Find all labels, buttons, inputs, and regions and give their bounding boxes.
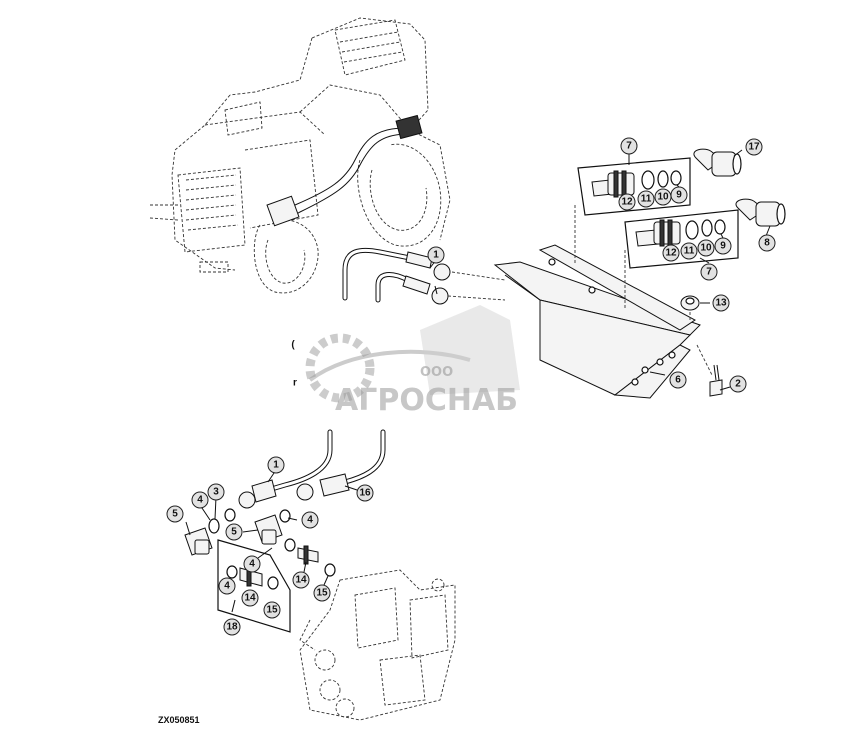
upper-hoses (342, 247, 506, 305)
svg-text:6: 6 (675, 375, 681, 386)
coupler-kit-upper (577, 148, 742, 216)
control-valve (299, 569, 456, 721)
callout-9-upper: 9 (670, 186, 688, 204)
callout-12-lower: 12 (662, 244, 680, 262)
svg-text:r: r (293, 378, 297, 389)
svg-text:4: 4 (249, 559, 255, 570)
callout-16: 16 (356, 484, 374, 502)
callout-1-lower: 1 (267, 456, 285, 474)
svg-text:9: 9 (676, 190, 682, 201)
callout-5-b: 5 (225, 523, 243, 541)
svg-text:14: 14 (295, 575, 307, 586)
svg-text:2: 2 (735, 379, 741, 390)
watermark-prefix: ООО (420, 365, 453, 380)
callout-4-c: 4 (243, 555, 261, 573)
callout-15-b: 15 (263, 601, 281, 619)
bracket-assembly (493, 205, 713, 399)
nut-and-bolt (680, 295, 723, 397)
callout-4-d: 4 (218, 577, 236, 595)
svg-text:13: 13 (715, 298, 727, 309)
callout-14-a: 14 (292, 571, 310, 589)
callout-10-lower: 10 (697, 239, 715, 257)
svg-text:14: 14 (244, 593, 256, 604)
svg-text:15: 15 (266, 605, 278, 616)
svg-text:12: 12 (621, 197, 633, 208)
svg-text:7: 7 (626, 141, 632, 152)
callout-8: 8 (758, 234, 776, 252)
svg-text:18: 18 (226, 622, 238, 633)
svg-text:11: 11 (684, 246, 695, 257)
callout-12-upper: 12 (618, 193, 636, 211)
lower-hoses (238, 429, 386, 509)
svg-text:4: 4 (224, 581, 230, 592)
svg-text:15: 15 (316, 588, 328, 599)
callout-18: 18 (223, 618, 241, 636)
watermark-name: АГРОСНАБ (335, 383, 518, 418)
callout-15-a: 15 (313, 584, 331, 602)
callout-11-lower: 11 (680, 242, 698, 260)
callout-7-upper: 7 (620, 137, 638, 155)
svg-text:1: 1 (433, 250, 439, 261)
svg-text:4: 4 (307, 515, 313, 526)
svg-text:1: 1 (273, 460, 279, 471)
svg-text:7: 7 (706, 267, 712, 278)
callout-7-lower: 7 (700, 263, 718, 281)
callout-3: 3 (207, 483, 225, 501)
callout-14-b: 14 (241, 589, 259, 607)
svg-text:5: 5 (172, 509, 178, 520)
callout-4-b: 4 (301, 511, 319, 529)
svg-text:10: 10 (700, 243, 712, 254)
callout-4-a: 4 (191, 491, 209, 509)
callout-5-a: 5 (166, 505, 184, 523)
coupler-kit-lower (624, 198, 786, 269)
callout-11-upper: 11 (637, 190, 655, 208)
callout-6: 6 (669, 371, 687, 389)
callout-1-upper: 1 (427, 246, 445, 264)
svg-text:10: 10 (657, 192, 669, 203)
lower-fittings (184, 508, 336, 633)
tractor-illustration (149, 17, 451, 294)
svg-text:3: 3 (213, 487, 219, 498)
svg-text:11: 11 (641, 194, 652, 205)
leader-lines (185, 149, 771, 613)
svg-text:16: 16 (359, 488, 371, 499)
svg-text:12: 12 (665, 248, 677, 259)
callout-10-upper: 10 (654, 188, 672, 206)
callout-13: 13 (712, 294, 730, 312)
callout-17: 17 (745, 138, 763, 156)
svg-text:17: 17 (748, 142, 760, 153)
svg-text:5: 5 (231, 527, 237, 538)
callout-2: 2 (729, 375, 747, 393)
watermark-logo: ООО АГРОСНАБ (305, 305, 520, 418)
svg-text:9: 9 (720, 241, 726, 252)
figure-id: ZX050851 (158, 715, 200, 725)
svg-text:4: 4 (197, 495, 203, 506)
svg-text:8: 8 (764, 238, 770, 249)
callout-9-lower: 9 (714, 237, 732, 255)
svg-text:(: ( (291, 340, 295, 351)
